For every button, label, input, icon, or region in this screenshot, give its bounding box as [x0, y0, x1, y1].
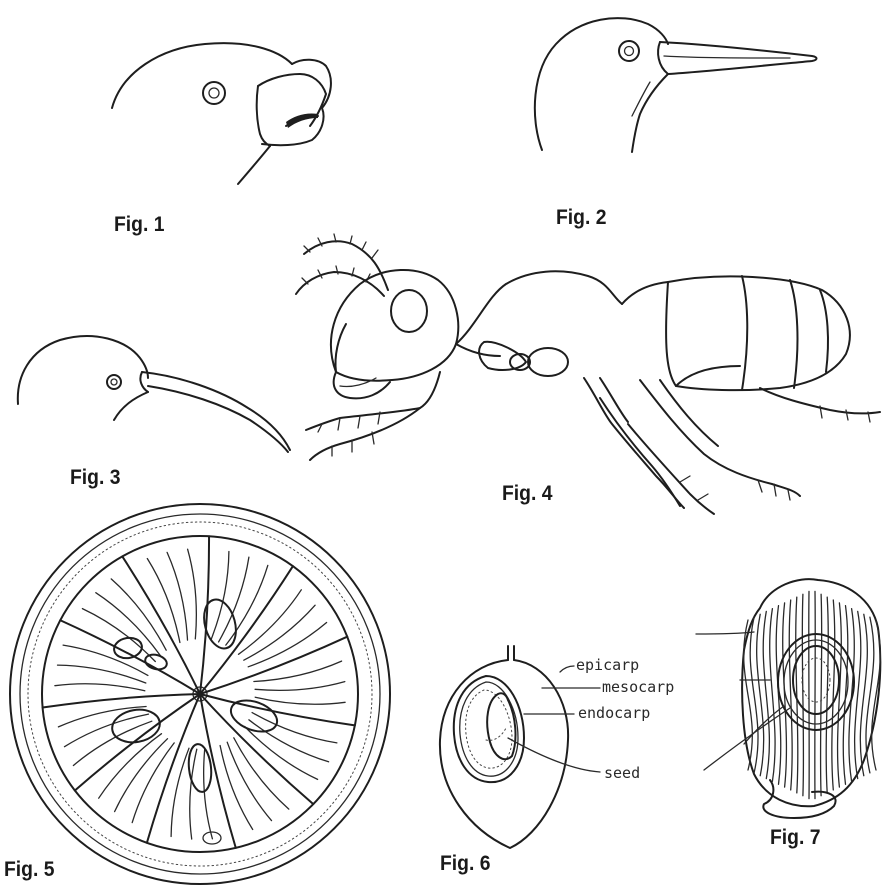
- seed-annotation: seed: [604, 764, 640, 782]
- juice-vesicle: [227, 742, 271, 820]
- mesocarp-fibre: [802, 594, 803, 795]
- juice-vesicle: [167, 552, 187, 640]
- segment-wall: [122, 556, 200, 694]
- mesocarp-annotation: mesocarp: [602, 678, 674, 696]
- juice-vesicle: [252, 713, 337, 743]
- fig4-drawing: [296, 234, 880, 514]
- juice-vesicle: [245, 727, 318, 780]
- fig3-drawing: [18, 336, 290, 452]
- fig6-label: Fig. 6: [440, 852, 490, 876]
- juice-vesicle: [234, 738, 289, 809]
- juice-vesicle: [99, 734, 162, 799]
- juice-vesicle: [244, 605, 315, 660]
- juice-vesicle: [188, 549, 197, 639]
- juice-vesicle: [55, 684, 145, 691]
- mesocarp-fibre: [789, 600, 792, 790]
- juice-vesicle: [255, 682, 345, 691]
- juice-vesicle: [255, 697, 345, 704]
- mesocarp-fibre: [763, 611, 769, 778]
- mesocarp-fibre: [832, 600, 835, 790]
- mesocarp-fibre: [821, 594, 822, 795]
- epicarp-annotation: epicarp: [576, 656, 639, 674]
- segment-wall: [200, 694, 236, 848]
- juice-vesicle: [132, 743, 174, 823]
- juice-vesicle: [190, 749, 197, 839]
- fig2-drawing: [535, 18, 817, 152]
- fig7-label: Fig. 7: [770, 826, 820, 850]
- mesocarp-fibre: [838, 603, 842, 787]
- fig5-drawing: [10, 504, 390, 884]
- fig2-label: Fig. 2: [556, 206, 606, 230]
- fig4-label: Fig. 4: [502, 482, 552, 506]
- mesocarp-fibre: [770, 609, 775, 782]
- fig6-drawing: [440, 646, 600, 848]
- endocarp-annotation: endocarp: [578, 704, 650, 722]
- fig7-drawing: [696, 579, 880, 818]
- fig1-label: Fig. 1: [114, 213, 164, 237]
- juice-vesicle: [248, 623, 326, 667]
- mesocarp-fibre: [855, 611, 861, 778]
- segment-wall: [147, 694, 200, 843]
- segment-wall: [43, 694, 200, 708]
- fig1-drawing: [112, 43, 331, 184]
- fig5-label: Fig. 5: [4, 858, 54, 882]
- fig3-label: Fig. 3: [70, 466, 120, 490]
